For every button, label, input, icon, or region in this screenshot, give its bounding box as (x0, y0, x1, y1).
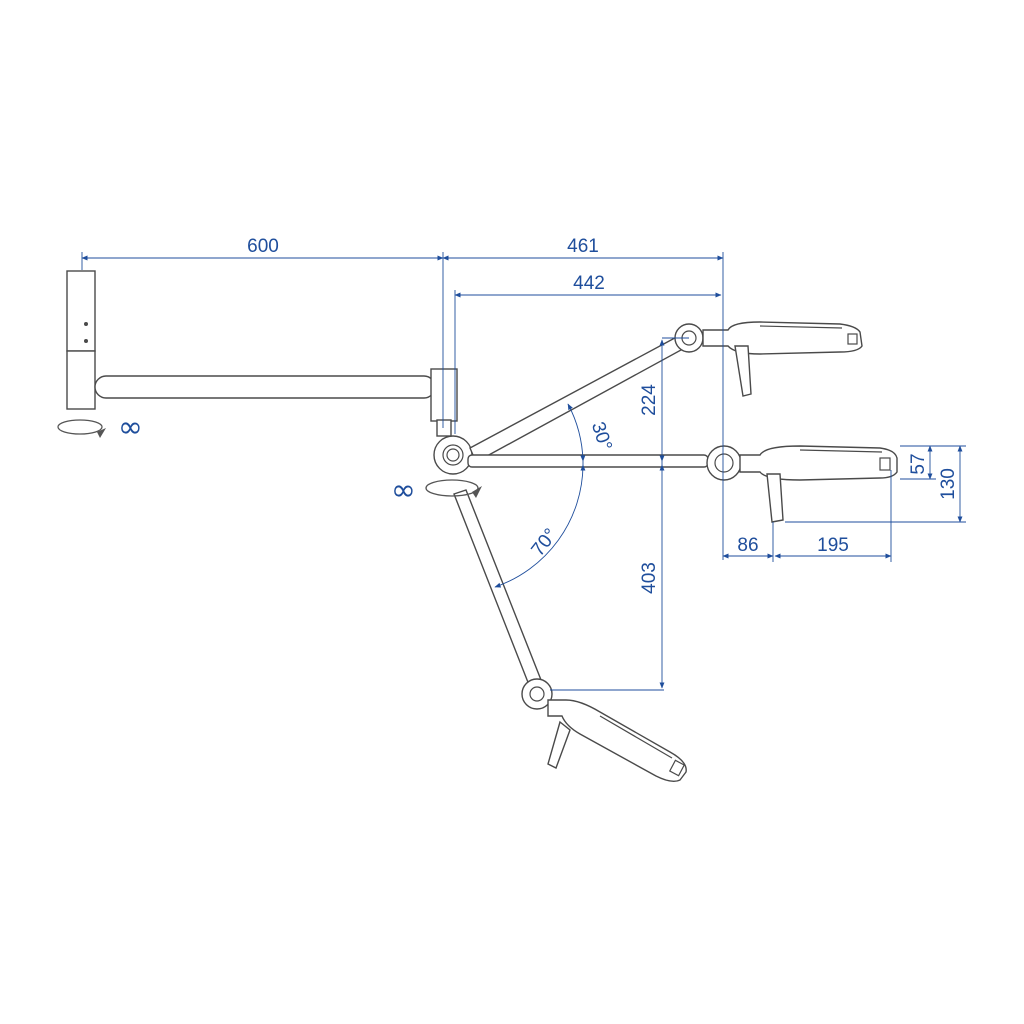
dim-height-up: 224 (639, 337, 689, 462)
dim-head-length: 195 (774, 470, 892, 562)
middle-swing-arm (467, 445, 898, 523)
svg-text:57: 57 (908, 453, 929, 474)
svg-text:195: 195 (817, 535, 849, 556)
upper-swing-arm (469, 321, 863, 463)
horizontal-arm (94, 368, 458, 437)
dim-head-offset: 86 (722, 522, 774, 562)
svg-text:70°: 70° (528, 525, 562, 561)
infinity-wall-icon: ∞ (118, 410, 143, 445)
svg-text:403: 403 (639, 562, 660, 594)
lower-swing-arm (453, 489, 687, 783)
wall-rotation-arrow (57, 419, 106, 438)
angle-down: 70° (494, 464, 586, 588)
dim-reach-head: 442 (454, 273, 722, 434)
wall-bracket (66, 270, 96, 410)
svg-text:130: 130 (938, 468, 959, 500)
infinity-elbow-icon: ∞ (391, 473, 416, 508)
svg-text:600: 600 (247, 236, 279, 257)
svg-text:442: 442 (573, 273, 605, 294)
dim-reach-total: 461 (442, 236, 724, 560)
dim-head-height: 130 (785, 445, 966, 523)
dim-head-thickness: 57 (900, 445, 966, 480)
svg-text:86: 86 (737, 535, 758, 556)
svg-text:224: 224 (639, 384, 660, 416)
svg-text:461: 461 (567, 236, 599, 257)
dim-height-down: 403 (550, 464, 665, 691)
svg-text:30°: 30° (587, 419, 616, 453)
elbow-rotation-arrow (425, 479, 482, 498)
dim-arm-length: 600 (81, 236, 444, 428)
elbow-joint (433, 435, 473, 475)
angle-up: 30° (567, 403, 616, 462)
